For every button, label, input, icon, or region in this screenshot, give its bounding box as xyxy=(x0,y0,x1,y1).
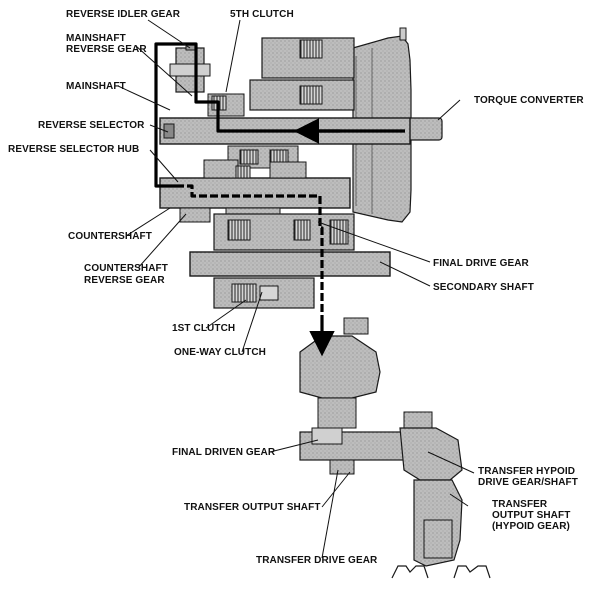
label-mainshaft-reverse-gear-line1: MAINSHAFT xyxy=(66,33,126,44)
label-5th-clutch: 5TH CLUTCH xyxy=(230,9,294,20)
label-reverse-idler-gear: REVERSE IDLER GEAR xyxy=(66,9,181,20)
label-mainshaft-reverse-gear-line2: REVERSE GEAR xyxy=(66,44,147,55)
label-reverse-selector-hub: REVERSE SELECTOR HUB xyxy=(8,144,140,155)
differential-assembly xyxy=(299,317,413,475)
label-mainshaft: MAINSHAFT xyxy=(66,81,126,92)
label-transfer-hypoid-line2: DRIVE GEAR/SHAFT xyxy=(478,477,578,488)
secondary-shaft-assembly xyxy=(189,213,391,309)
label-transfer-output-hypoid-line2: OUTPUT SHAFT xyxy=(492,510,571,521)
label-transfer-output-shaft: TRANSFER OUTPUT SHAFT xyxy=(184,502,321,513)
label-one-way-clutch: ONE-WAY CLUTCH xyxy=(174,347,266,358)
label-1st-clutch: 1ST CLUTCH xyxy=(172,323,236,334)
label-countershaft-reverse-gear-line1: COUNTERSHAFT xyxy=(84,263,168,274)
transfer-assembly xyxy=(391,411,491,579)
label-countershaft: COUNTERSHAFT xyxy=(68,231,152,242)
label-final-drive-gear: FINAL DRIVE GEAR xyxy=(433,258,529,269)
label-transfer-hypoid-line1: TRANSFER HYPOID xyxy=(478,466,576,477)
label-transfer-output-hypoid-line1: TRANSFER xyxy=(492,499,548,510)
label-secondary-shaft: SECONDARY SHAFT xyxy=(433,282,534,293)
leader-lines xyxy=(117,19,475,559)
reverse-idler-gear xyxy=(169,43,211,93)
label-transfer-drive-gear: TRANSFER DRIVE GEAR xyxy=(256,555,378,566)
power-flow-path xyxy=(154,42,405,357)
label-reverse-selector: REVERSE SELECTOR xyxy=(38,120,145,131)
mainshaft-assembly xyxy=(159,37,411,169)
label-countershaft-reverse-gear-line2: REVERSE GEAR xyxy=(84,275,165,286)
label-torque-converter: TORQUE CONVERTER xyxy=(474,95,584,106)
label-final-driven-gear: FINAL DRIVEN GEAR xyxy=(172,447,276,458)
label-transfer-output-hypoid-line3: (HYPOID GEAR) xyxy=(492,521,570,532)
